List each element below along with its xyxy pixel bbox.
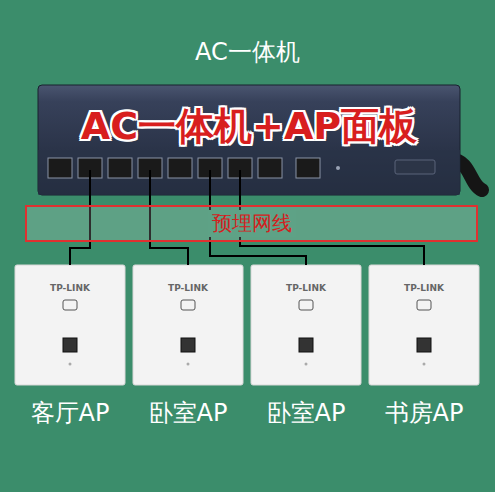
patch-cable — [239, 170, 241, 195]
ethernet-port — [48, 158, 72, 178]
power-socket — [395, 160, 435, 174]
panel-port — [417, 338, 431, 352]
ap-panel — [15, 265, 125, 385]
ap-panel-node: TP-LINK书房AP — [369, 265, 479, 385]
panel-indicator — [63, 300, 77, 310]
ap-panel — [369, 265, 479, 385]
patch-cable — [149, 170, 151, 195]
ethernet-port — [258, 158, 282, 178]
patch-cable — [209, 170, 211, 195]
panel-dot — [423, 363, 426, 366]
panel-dot — [69, 363, 72, 366]
ethernet-port — [108, 158, 132, 178]
brand-label: TP-LINK — [15, 283, 125, 293]
room-label: 客厅AP — [5, 397, 135, 429]
ethernet-port — [296, 158, 320, 178]
panel-port — [63, 338, 77, 352]
panel-port — [299, 338, 313, 352]
status-led — [336, 166, 340, 170]
device-front-panel — [38, 150, 460, 195]
ac-device: AC一体机+AP面板 — [38, 85, 460, 195]
panel-indicator — [417, 300, 431, 310]
patch-cable — [89, 170, 91, 195]
brand-label: TP-LINK — [133, 283, 243, 293]
ap-panel — [251, 265, 361, 385]
panel-indicator — [181, 300, 195, 310]
band-label: 预埋网线 — [208, 210, 296, 237]
brand-label: TP-LINK — [251, 283, 361, 293]
ap-panel-node: TP-LINK卧室AP — [251, 265, 361, 385]
room-label: 卧室AP — [123, 397, 253, 429]
room-label: 卧室AP — [241, 397, 371, 429]
ap-panel-node: TP-LINK卧室AP — [133, 265, 243, 385]
ac-device-body — [38, 85, 460, 195]
cable-band: 预埋网线 — [25, 205, 478, 242]
device-label: AC一体机+AP面板 — [38, 101, 460, 152]
diagram-title: AC一体机 — [0, 36, 495, 68]
ap-panel-node: TP-LINK客厅AP — [15, 265, 125, 385]
panel-indicator — [299, 300, 313, 310]
brand-label: TP-LINK — [369, 283, 479, 293]
panel-dot — [187, 363, 190, 366]
panel-dot — [305, 363, 308, 366]
ethernet-port — [168, 158, 192, 178]
room-label: 书房AP — [359, 397, 489, 429]
panel-port — [181, 338, 195, 352]
ap-panel — [133, 265, 243, 385]
